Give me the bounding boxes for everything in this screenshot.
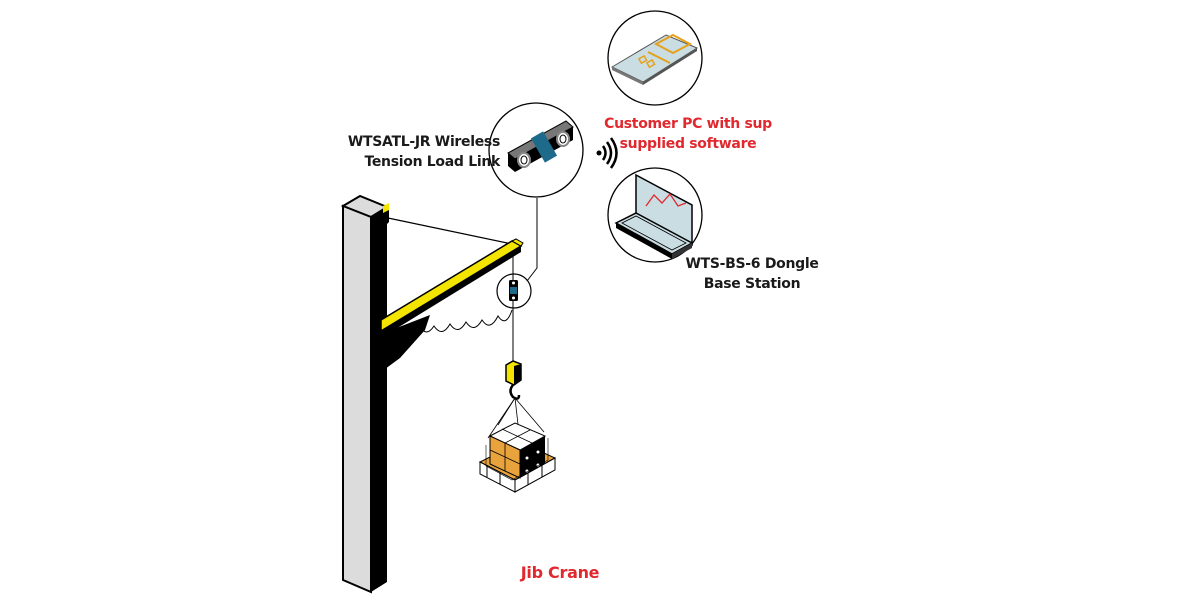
- load-link-label-line1: WTSATL-JR Wireless: [347, 134, 500, 150]
- dongle-label: WTS-BS-6 Dongle Base Station: [682, 254, 822, 294]
- wireless-signal-icon: [596, 137, 618, 169]
- palletized-load: [478, 397, 557, 493]
- laptop-icon: [607, 167, 703, 263]
- hook-block: [505, 360, 522, 400]
- load-link-label: WTSATL-JR Wireless Tension Load Link: [338, 132, 500, 172]
- load-link-inline: [496, 273, 532, 309]
- festoon-cable: [419, 309, 513, 333]
- load-link-callout: [488, 102, 584, 198]
- crane-boom: [380, 238, 524, 338]
- tablet-icon: [607, 10, 703, 106]
- customer-pc-label-line1: Customer PC with sup: [604, 116, 772, 132]
- dongle-label-line2: Base Station: [703, 276, 801, 292]
- laptop-chart-line: [645, 192, 687, 207]
- customer-pc-label: Customer PC with sup supplied software: [598, 114, 778, 154]
- load-link-blue-panel: [530, 131, 558, 163]
- crane-mast: [340, 194, 430, 594]
- tie-rod: [387, 217, 513, 245]
- jib-crane-title: Jib Crane: [520, 563, 600, 582]
- customer-pc-label-line2: supplied software: [619, 136, 757, 152]
- load-link-label-line2: Tension Load Link: [364, 154, 500, 170]
- callout-line: [526, 198, 538, 282]
- dongle-label-line1: WTS-BS-6 Dongle: [685, 256, 819, 272]
